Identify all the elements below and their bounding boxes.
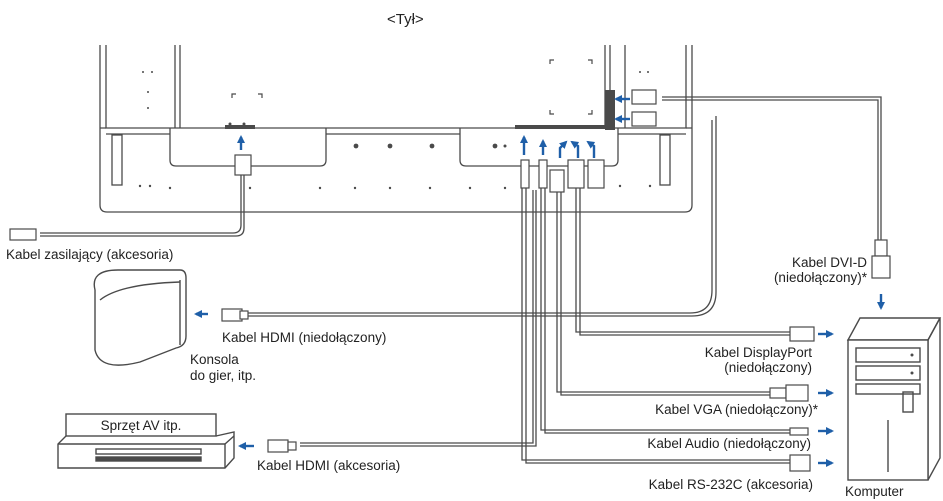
- hdmi-av-label: Kabel HDMI (akcesoria): [257, 458, 401, 473]
- monitor-back-panel: [99, 45, 693, 213]
- computer-dots: [910, 353, 914, 375]
- panel-marks: [231, 59, 593, 115]
- game-console-icon: [93, 269, 187, 366]
- connection-arrows: [194, 95, 885, 467]
- audio-label: Kabel Audio (niedołączony): [647, 436, 811, 451]
- hdmi-console-label: Kabel HDMI (niedołączony): [222, 330, 387, 345]
- console-label-line2: do gier, itp.: [190, 368, 257, 383]
- cable-lines: [40, 96, 882, 464]
- dvi-label-line2: (niedołączony)*: [773, 270, 867, 285]
- dvi-label-line1: Kabel DVI-D: [791, 255, 867, 270]
- av-equipment-icon: [57, 413, 235, 469]
- power-cable-label: Kabel zasilający (akcesoria): [6, 247, 174, 262]
- diagram-title: <Tył>: [387, 11, 424, 28]
- displayport-label-line2: (niedołączony): [724, 360, 812, 375]
- displayport-label-line1: Kabel DisplayPort: [704, 345, 812, 360]
- vga-label: Kabel VGA (niedołączony)*: [655, 402, 818, 417]
- rs232c-label: Kabel RS-232C (akcesoria): [648, 477, 813, 492]
- panel-dots: [138, 71, 652, 190]
- cable-plug-ends: [9, 228, 891, 472]
- cable-plugs-panel: [234, 89, 657, 193]
- computer-label: Komputer: [845, 484, 904, 499]
- port-strip: [225, 90, 615, 130]
- av-equipment-label: Sprzęt AV itp.: [100, 418, 182, 433]
- console-label-line1: Konsola: [190, 352, 239, 367]
- computer-icon: [846, 317, 942, 481]
